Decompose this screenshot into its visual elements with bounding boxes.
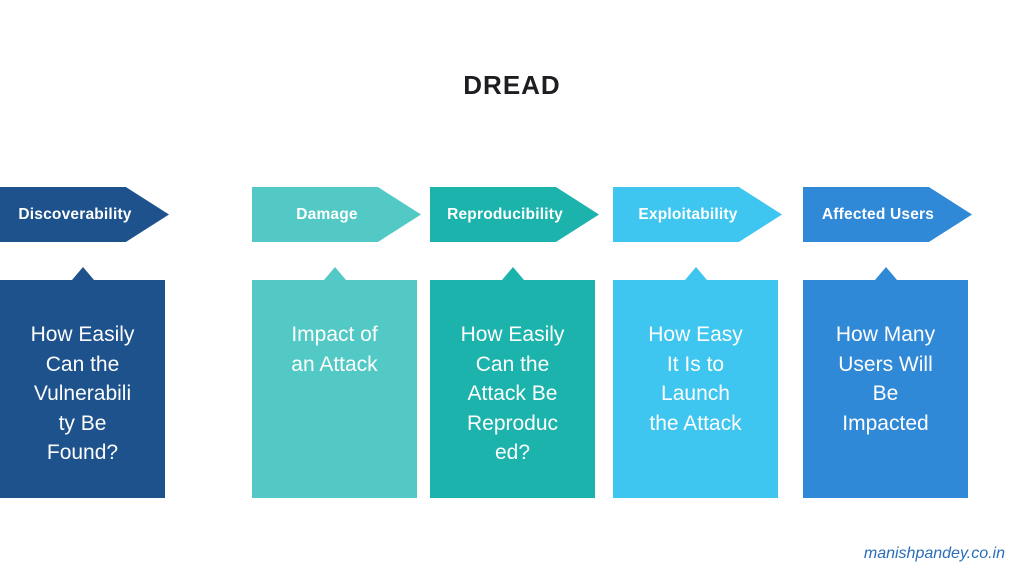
affected-users-box: How Many Users Will Be Impacted: [803, 280, 968, 498]
damage-arrow-label: Damage: [296, 205, 358, 223]
caret-up-icon: [323, 267, 346, 280]
exploitability-arrow-label: Exploitability: [638, 205, 738, 223]
discoverability-arrow: Discoverability: [0, 187, 169, 242]
affected-users-arrow: Affected Users: [803, 187, 972, 242]
discoverability-description: How Easily Can the Vulnerabili ty Be Fou…: [30, 323, 135, 464]
watermark: manishpandey.co.in: [863, 545, 1005, 562]
dread-column-discoverability: Discoverability How Easily Can the Vulne…: [0, 187, 169, 498]
discoverability-arrow-label: Discoverability: [18, 205, 132, 223]
exploitability-box: How Easy It Is to Launch the Attack: [613, 280, 778, 498]
caret-up-icon: [71, 267, 94, 280]
caret-up-icon: [684, 267, 707, 280]
affected-users-arrow-label: Affected Users: [821, 205, 935, 223]
reproducibility-arrow: Reproducibility: [430, 187, 599, 242]
damage-description: Impact of an Attack: [291, 323, 378, 376]
damage-box: Impact of an Attack: [252, 280, 417, 498]
discoverability-box: How Easily Can the Vulnerabili ty Be Fou…: [0, 280, 165, 498]
reproducibility-arrow-label: Reproducibility: [447, 205, 563, 223]
reproducibility-description: How Easily Can the Attack Be Reproduc ed…: [460, 323, 565, 464]
dread-column-exploitability: Exploitability How Easy It Is to Launch …: [613, 187, 782, 498]
dread-column-affected-users: Affected Users How Many Users Will Be Im…: [803, 187, 972, 498]
caret-up-icon: [501, 267, 524, 280]
damage-arrow: Damage: [252, 187, 421, 242]
exploitability-description: How Easy It Is to Launch the Attack: [648, 323, 743, 435]
dread-column-damage: Damage Impact of an Attack: [252, 187, 421, 498]
reproducibility-box: How Easily Can the Attack Be Reproduc ed…: [430, 280, 595, 498]
affected-users-description: How Many Users Will Be Impacted: [835, 323, 936, 435]
dread-column-reproducibility: Reproducibility How Easily Can the Attac…: [430, 187, 599, 498]
exploitability-arrow: Exploitability: [613, 187, 782, 242]
caret-up-icon: [874, 267, 897, 280]
page-title: DREAD: [463, 70, 561, 100]
